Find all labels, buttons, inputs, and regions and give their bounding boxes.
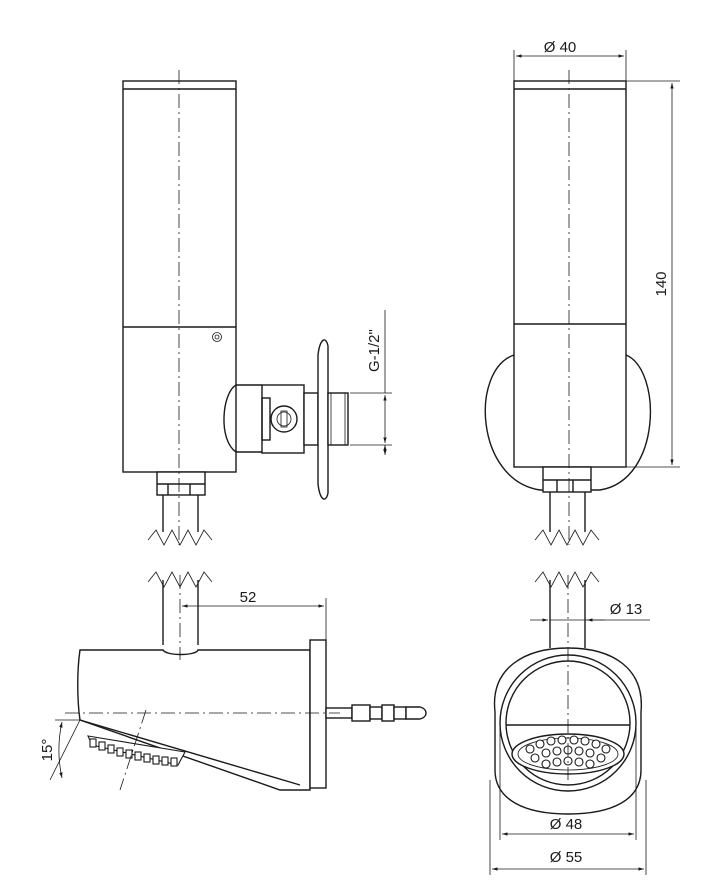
dim-dia-outer: Ø 55 bbox=[550, 849, 583, 866]
side-view: Ø 40 140 bbox=[484, 39, 680, 546]
dim-height: 140 bbox=[653, 271, 670, 296]
front-view: G-1/2" bbox=[122, 70, 392, 546]
dim-dia-pipe: Ø 13 bbox=[610, 601, 643, 618]
dim-projection: 52 bbox=[240, 589, 257, 606]
bottom-side-view: 52 15° bbox=[39, 571, 427, 791]
dim-dia-top: Ø 40 bbox=[544, 39, 577, 56]
dim-dia-inner: Ø 48 bbox=[550, 816, 583, 833]
bottom-front-view: Ø 13 Ø 48 Ø 55 bbox=[489, 571, 650, 875]
dim-thread: G-1/2" bbox=[366, 329, 383, 372]
nozzle-row bbox=[89, 738, 178, 767]
dim-angle: 15° bbox=[39, 739, 56, 762]
